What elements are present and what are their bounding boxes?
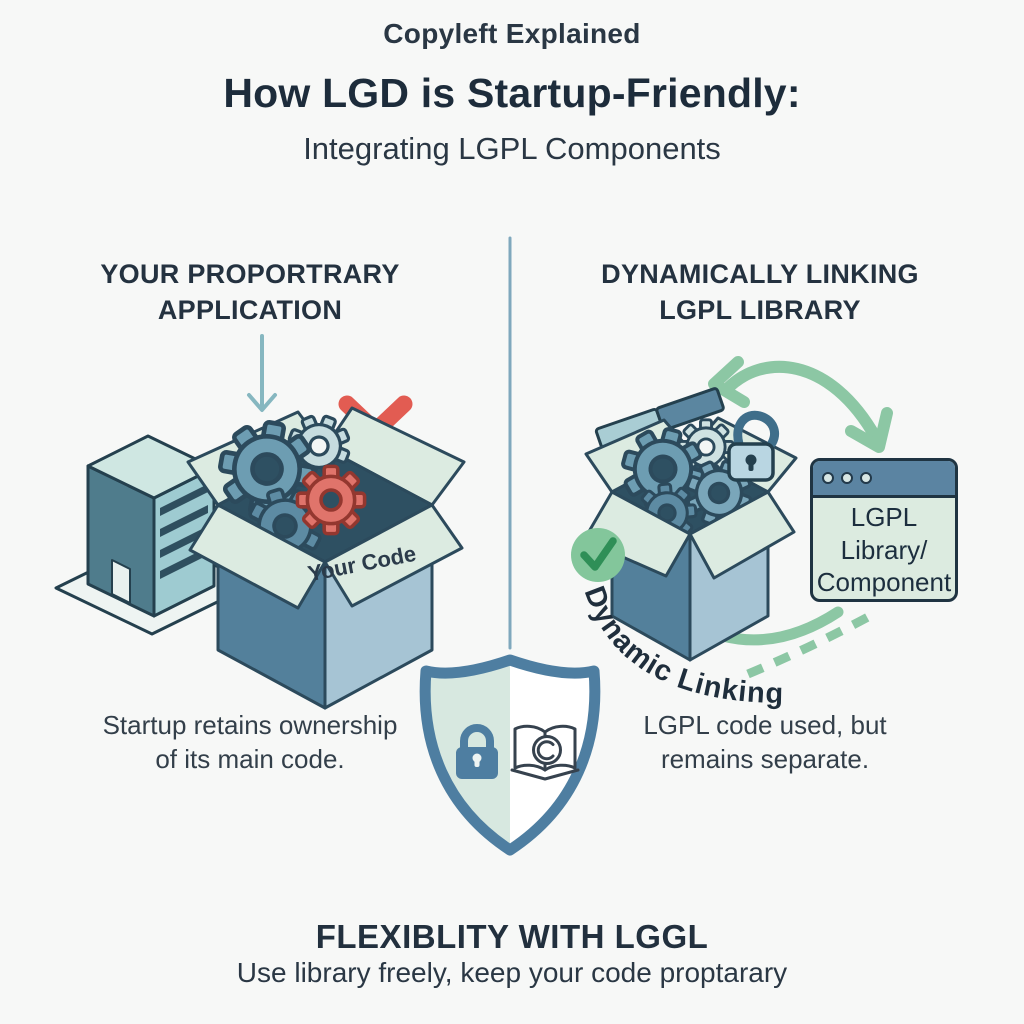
- window-dot-icon: [860, 472, 872, 484]
- page-title: How LGD is Startup-Friendly:: [223, 70, 801, 116]
- padlock-icon: [456, 724, 498, 779]
- gear-icon: [295, 464, 367, 536]
- open-box-icon: [582, 410, 798, 662]
- window-titlebar: [813, 461, 955, 498]
- footer-title: FLEXIBLITY WITH LGGL: [315, 918, 709, 955]
- open-padlock-icon: [727, 410, 779, 482]
- gear-icon: [233, 474, 337, 578]
- check-icon: [571, 528, 625, 582]
- curved-arrow-icon: [708, 356, 893, 453]
- gear-icon: [277, 404, 361, 488]
- window-label: LGPL Library/ Component: [816, 502, 952, 598]
- left-caption: Startup retains ownership of its main co…: [102, 710, 398, 775]
- gear-icon: [213, 415, 321, 523]
- gear-icon: [676, 450, 762, 536]
- gear-icon: [612, 418, 714, 520]
- arrow-down-icon: [247, 334, 277, 412]
- footer-subtitle: Use library freely, keep your code propt…: [236, 957, 788, 988]
- dashed-arc-icon: [746, 613, 871, 679]
- right-column-heading: DYNAMICALLY LINKING LGPL LIBRARY: [601, 259, 919, 325]
- shield-icon: [419, 654, 601, 856]
- page-subtitle: Integrating LGPL Components: [303, 131, 721, 166]
- right-caption: LGPL code used, but remains separate.: [643, 710, 887, 775]
- box-lid-plank: [594, 387, 725, 452]
- book-copyright-icon: [510, 724, 580, 781]
- browser-window-icon: LGPL Library/ Component: [810, 458, 958, 602]
- open-box-icon: [186, 404, 466, 710]
- eyebrow-title: Copyleft Explained: [383, 18, 641, 49]
- left-column-heading: YOUR PROPORTRARY APPLICATION: [100, 259, 400, 325]
- window-dot-icon: [822, 472, 834, 484]
- window-dot-icon: [841, 472, 853, 484]
